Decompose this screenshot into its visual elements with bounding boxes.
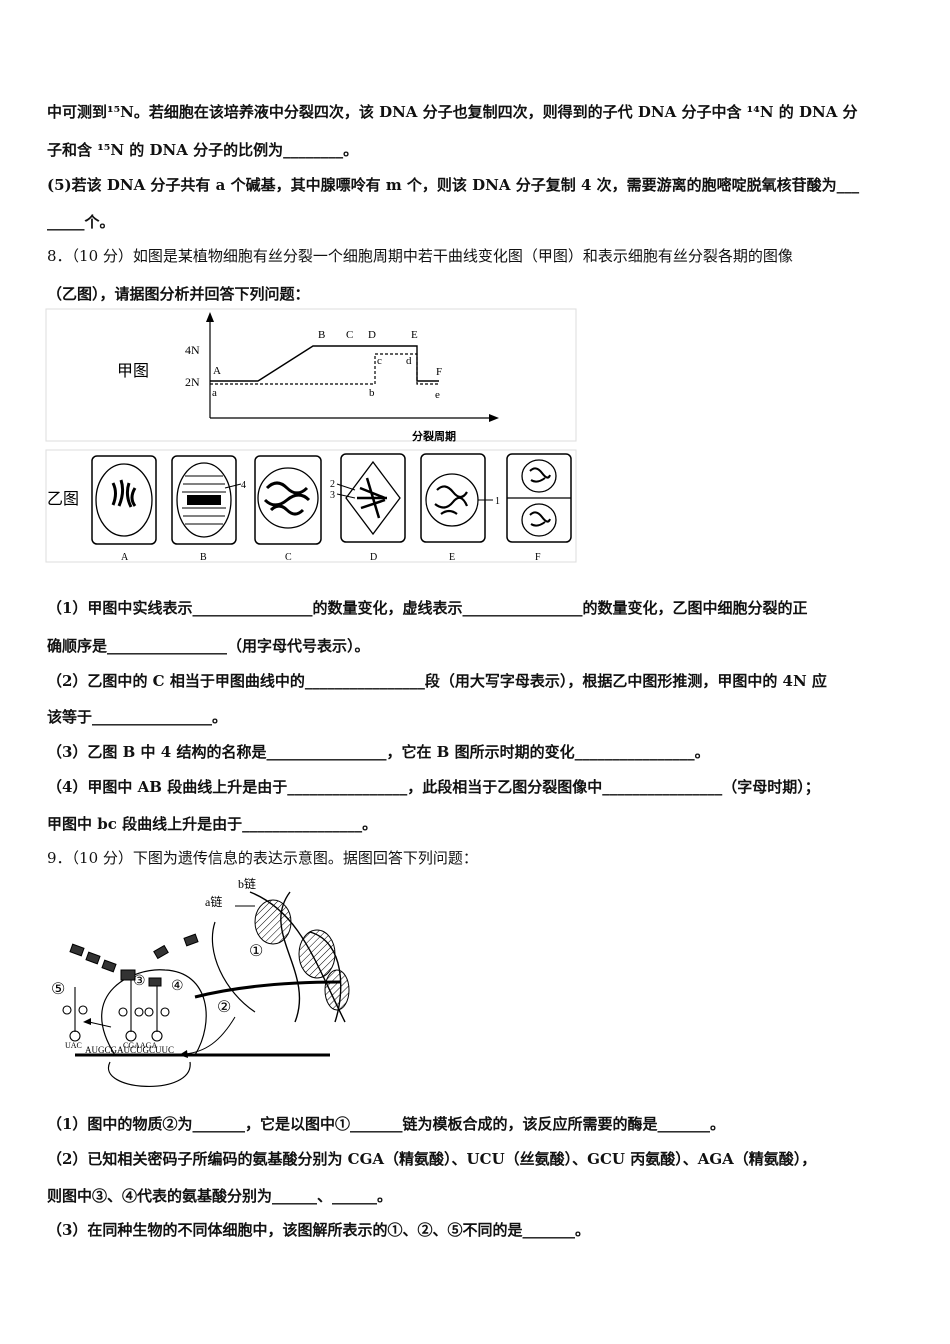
question-8-1b: 确顺序是________________（用字母代号表示）。	[47, 637, 370, 655]
cell-label-D: D	[370, 552, 377, 563]
point-D: D	[368, 329, 376, 341]
question-8-3: （3）乙图 B 中 4 结构的名称是________________，它在 B …	[47, 743, 710, 761]
y-label-4n: 4N	[185, 343, 200, 357]
marker-4: 4	[241, 480, 246, 491]
label-5: ⑤	[51, 981, 65, 998]
point-b: b	[369, 387, 375, 399]
question-9-2a: （2）已知相关密码子所编码的氨基酸分别为 CGA（精氨酸）、UCU（丝氨酸）、G…	[47, 1150, 817, 1168]
x-axis-label: 分裂周期	[412, 429, 456, 443]
question-8-title: 8．（10 分）如图是某植物细胞有丝分裂一个细胞周期中若干曲线变化图（甲图）和表…	[47, 247, 793, 265]
label-4: ④	[171, 979, 184, 994]
question-8-title-cont: （乙图），请据图分析并回答下列问题：	[47, 285, 310, 303]
cell-label-B: B	[200, 552, 207, 563]
figure-8: 甲图 4N 2N A B C D E F a b c d e 分裂周期 乙图 4	[45, 308, 577, 563]
y-label-2n: 2N	[185, 375, 200, 389]
figure-9: b链 a链 ① ② AUGCGAUCUGCUUC UAC CGAAGA ③ ④ …	[51, 876, 350, 1087]
cell-label-A: A	[121, 552, 129, 563]
label-2: ②	[217, 999, 231, 1016]
point-C: C	[346, 329, 353, 341]
cell-label-C: C	[285, 552, 292, 563]
point-c: c	[377, 355, 382, 367]
marker-3: 3	[330, 490, 335, 501]
point-B: B	[318, 329, 325, 341]
question-8-2a: （2）乙图中的 C 相当于甲图曲线中的________________段（用大写…	[47, 672, 827, 690]
point-a: a	[212, 387, 217, 399]
marker-2: 2	[330, 479, 335, 490]
label-3: ③	[133, 974, 146, 989]
mrna-sequence: AUGCGAUCUGCUUC	[85, 1045, 174, 1055]
question-8-2b: 该等于________________。	[47, 708, 228, 726]
a-chain-label: a链	[205, 894, 222, 909]
question-8-4b: 甲图中 bc 段曲线上升是由于________________。	[47, 815, 378, 833]
marker-1: 1	[495, 496, 500, 507]
point-d: d	[406, 355, 412, 367]
label-1: ①	[249, 943, 263, 960]
text-line-3: (5)若该 DNA 分子共有 a 个碱基，其中腺嘌呤有 m 个，则该 DNA 分…	[47, 176, 860, 194]
question-9-3: （3）在同种生物的不同体细胞中，该图解所表示的①、②、⑤不同的是_______。	[47, 1221, 590, 1239]
text-line-2: 子和含 ¹⁵N 的 DNA 分子的比例为________。	[47, 141, 359, 159]
anticodon-label: UAC	[65, 1041, 82, 1050]
point-E: E	[411, 329, 418, 341]
b-chain-label: b链	[238, 876, 256, 891]
question-8-1a: （1）甲图中实线表示________________的数量变化，虚线表示____…	[47, 599, 808, 617]
text-line-1: 中可测到¹⁵N。若细胞在该培养液中分裂四次，该 DNA 分子也复制四次，则得到的…	[47, 103, 858, 121]
codon-top-label: CGAAGA	[123, 1041, 157, 1050]
text-line-4: _____个。	[47, 213, 115, 231]
point-F: F	[436, 366, 442, 378]
question-9-2b: 则图中③、④代表的氨基酸分别为______、______。	[47, 1187, 393, 1205]
point-A: A	[213, 365, 221, 377]
question-8-4a: （4）甲图中 AB 段曲线上升是由于________________，此段相当于…	[47, 778, 820, 796]
cell-label-E: E	[449, 552, 455, 563]
question-9-1: （1）图中的物质②为_______，它是以图中①_______链为模板合成的，该…	[47, 1115, 725, 1133]
cell-label-F: F	[535, 552, 541, 563]
point-e: e	[435, 389, 440, 401]
question-9-title: 9．（10 分）下图为遗传信息的表达示意图。据图回答下列问题：	[47, 849, 478, 867]
yi-label: 乙图	[47, 491, 79, 508]
jia-label: 甲图	[117, 363, 149, 380]
